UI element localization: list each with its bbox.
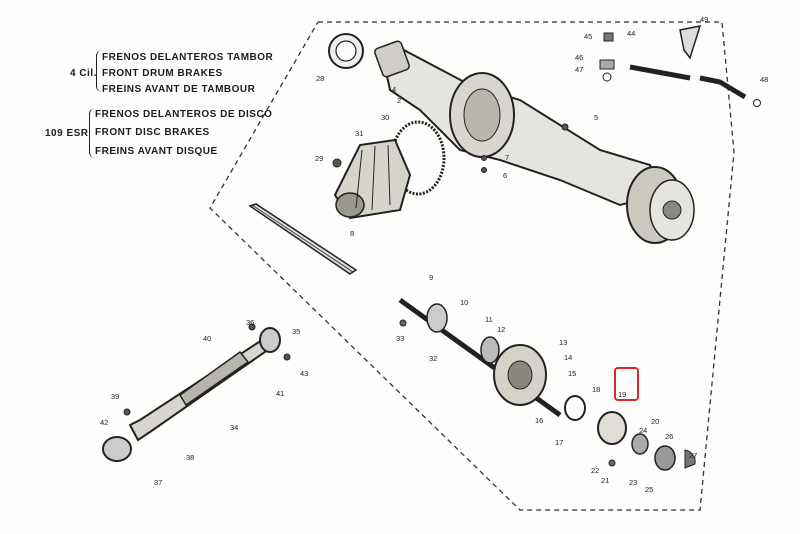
part-label: 49 [700, 15, 708, 24]
part-label: 9 [429, 273, 433, 282]
highlight-box-19 [614, 367, 639, 401]
part-label: 48 [760, 75, 768, 84]
part-label: 28 [316, 74, 324, 83]
part-label: 39 [111, 392, 119, 401]
part-label: 31 [355, 129, 363, 138]
dashed-outline [209, 21, 735, 511]
gasket-30 [390, 120, 446, 196]
part-label: 14 [564, 353, 572, 362]
part-label: 10 [460, 298, 468, 307]
bracket-group [599, 25, 761, 107]
part-label: 8 [350, 229, 354, 238]
part-label: 6 [503, 171, 507, 180]
part-label: 43 [300, 369, 308, 378]
part-label: 22 [591, 466, 599, 475]
part-label: 44 [627, 29, 635, 38]
part-label: 38 [186, 453, 194, 462]
part-label: 36 [246, 318, 254, 327]
part-label: 26 [665, 432, 673, 441]
axle-housing [374, 40, 695, 244]
propeller-shaft [102, 323, 291, 462]
part-label: 29 [315, 154, 323, 163]
axle-shaft-8 [248, 203, 358, 275]
part-label: 27 [689, 451, 697, 460]
part-label: 32 [429, 354, 437, 363]
part-label: 33 [396, 334, 404, 343]
part-label: 45 [584, 32, 592, 41]
part-label: 12 [497, 325, 505, 334]
part-label: 41 [276, 389, 284, 398]
part-label: 19 [618, 390, 626, 399]
part-label: 5 [594, 113, 598, 122]
gasket-28 [328, 33, 364, 69]
part-label: 24 [639, 426, 647, 435]
part-label: 30 [381, 113, 389, 122]
part-label: 47 [575, 65, 583, 74]
part-label: 46 [575, 53, 583, 62]
part-label: 40 [203, 334, 211, 343]
part-label: 20 [651, 417, 659, 426]
part-label: 11 [485, 315, 493, 324]
part-label: 25 [645, 485, 653, 494]
part-label: 37 [154, 478, 162, 487]
part-label: 15 [568, 369, 576, 378]
part-label: 23 [629, 478, 637, 487]
part-label: 35 [292, 327, 300, 336]
small-bolts [332, 123, 569, 173]
carrier-31 [333, 138, 412, 220]
part-label: 2 [397, 96, 401, 105]
part-labels: 2 4 5 6 7 8 9 10 11 12 13 14 15 16 17 18… [100, 15, 768, 494]
part-label: 4 [392, 85, 396, 94]
hub-assembly [398, 297, 696, 471]
part-label: 21 [601, 476, 609, 485]
part-label: 7 [505, 153, 509, 162]
part-label: 18 [592, 385, 600, 394]
part-label: 42 [100, 418, 108, 427]
part-label: 17 [555, 438, 563, 447]
part-label: 16 [535, 416, 543, 425]
part-label: 13 [559, 338, 567, 347]
part-label: 34 [230, 423, 238, 432]
